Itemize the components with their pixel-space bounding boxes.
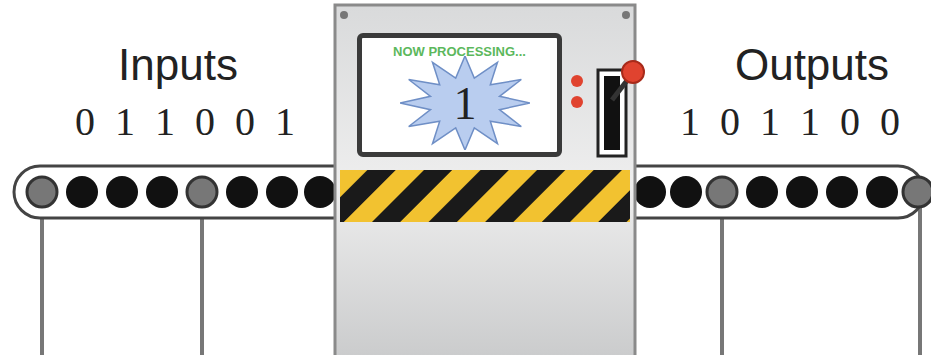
hazard-stripes (340, 170, 630, 222)
processing-bit: 1 (400, 77, 530, 130)
section-heading: Outputs (735, 40, 889, 90)
input-bits: 0 1 1 0 0 1 (75, 98, 295, 145)
indicator-light (571, 75, 583, 87)
display-screen: NOW PROCESSING... 1 (357, 33, 562, 157)
indicator-light (571, 96, 583, 108)
starburst: 1 (400, 56, 530, 150)
lever-slot (598, 70, 626, 156)
lever-knob (622, 61, 644, 83)
machine-body (335, 5, 635, 355)
section-heading: Inputs (118, 40, 238, 90)
output-bits: 1 0 1 1 0 0 (680, 98, 900, 145)
screen-title: NOW PROCESSING... (362, 44, 557, 59)
